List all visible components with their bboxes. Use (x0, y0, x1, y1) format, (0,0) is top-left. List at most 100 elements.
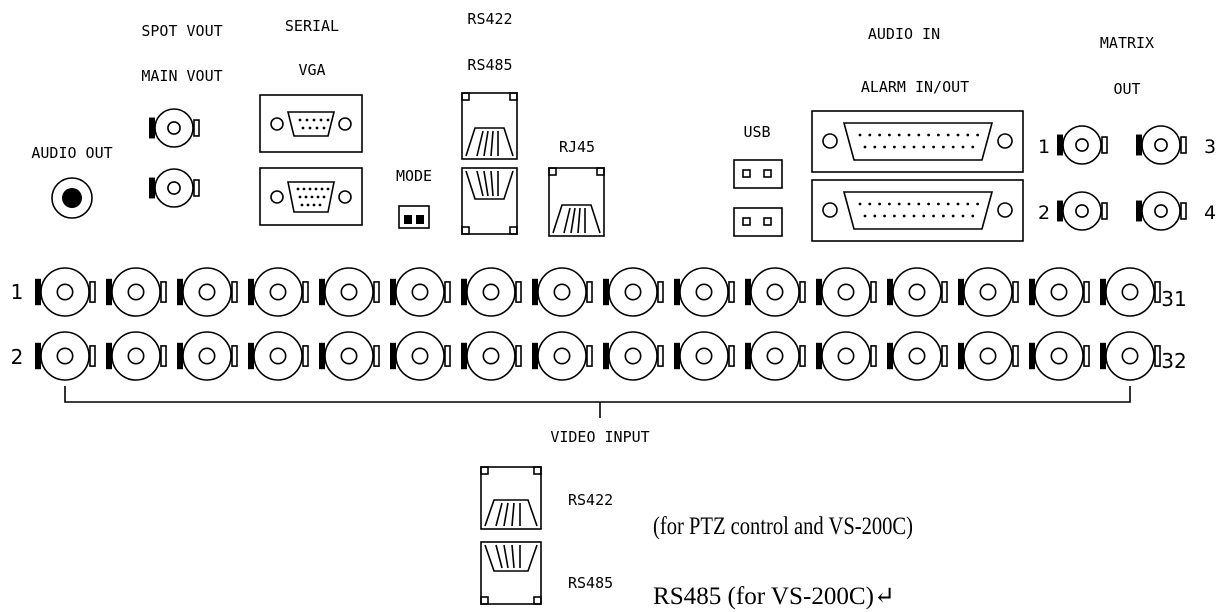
pin-icon (966, 133, 970, 137)
pin-icon (942, 145, 945, 149)
spot-vout-bnc-connector (149, 108, 200, 148)
video-input-bnc (177, 267, 238, 317)
video-row2-start-number: 2 (11, 345, 24, 369)
matrix-out-bnc-4 (1136, 191, 1187, 231)
legend-rs422-description: (for PTZ control and VS-200C) (653, 513, 913, 540)
spot-vout-label: SPOT VOUT (141, 22, 222, 40)
video-input-bnc (390, 267, 451, 317)
video-input-bnc (532, 267, 593, 317)
serial-label: SERIAL (285, 17, 339, 35)
serial-db9-port (259, 94, 363, 153)
matrix-out-number-2: 2 (1038, 202, 1050, 224)
pin-icon (868, 202, 872, 206)
pin-icon (937, 202, 940, 206)
pin-icon (893, 214, 896, 218)
main-vout-bnc (149, 168, 200, 208)
video-input-bnc (745, 331, 806, 381)
pin-icon (888, 133, 891, 137)
video-input-label: VIDEO INPUT (550, 428, 649, 446)
video-input-bnc (461, 331, 522, 381)
pin-icon (961, 214, 965, 218)
mode-label: MODE (396, 167, 432, 185)
pin-icon (883, 145, 886, 149)
pin-icon (956, 133, 960, 137)
vga-label: VGA (298, 61, 325, 79)
video-input-bnc (248, 267, 309, 317)
pin-icon (868, 133, 872, 137)
mode-dip-switch (398, 205, 430, 229)
video-input-bnc (177, 331, 238, 381)
video-input-row-2 (35, 331, 1161, 381)
pin-icon (951, 145, 955, 149)
pin-icon (873, 214, 877, 218)
usb-port-1 (733, 159, 783, 189)
matrix-out-bnc-1 (1057, 125, 1108, 165)
audio-in-label: AUDIO IN (868, 25, 940, 43)
video-input-bnc (745, 267, 806, 317)
pin-icon (951, 214, 955, 218)
pin-icon (917, 133, 921, 137)
pin-icon (858, 133, 862, 137)
pin-icon (878, 202, 881, 206)
video-input-bnc (674, 267, 735, 317)
video-input-bnc (603, 267, 664, 317)
legend-rs485-description: RS485 (for VS-200C)↵ (653, 583, 895, 610)
pin-icon (937, 133, 940, 137)
pin-icon (942, 214, 945, 218)
video-input-bnc (603, 331, 664, 381)
pin-icon (922, 145, 926, 149)
pin-icon (946, 133, 950, 137)
video-row1-end-number: 31 (1161, 287, 1186, 311)
pin-icon (927, 133, 930, 137)
pin-icon (917, 202, 921, 206)
pin-icon (912, 214, 916, 218)
matrix-out-bnc-2 (1136, 125, 1187, 165)
legend-rs485-icon (480, 541, 542, 605)
pin-icon (966, 202, 970, 206)
video-input-bnc (816, 331, 877, 381)
rs485-port (461, 167, 518, 235)
matrix-out-number-1: 1 (1038, 136, 1050, 158)
video-input-bnc (461, 267, 522, 317)
video-input-bnc (35, 331, 96, 381)
video-input-bnc (532, 331, 593, 381)
video-row1-start-number: 1 (11, 280, 24, 304)
out-label: OUT (1113, 80, 1140, 98)
rj45-ethernet-port (548, 167, 605, 237)
video-input-bnc (1029, 331, 1090, 381)
legend-rs422-icon (480, 466, 542, 530)
usb-port-2 (733, 207, 783, 237)
video-input-bnc (390, 331, 451, 381)
video-input-bnc (816, 267, 877, 317)
vga-db15-port (259, 167, 363, 226)
video-input-bnc (248, 331, 309, 381)
pin-icon (893, 145, 896, 149)
pin-icon (971, 145, 975, 149)
pin-icon (956, 202, 960, 206)
pin-icon (902, 214, 906, 218)
pin-icon (922, 214, 926, 218)
pin-icon (912, 145, 916, 149)
pin-icon (858, 202, 862, 206)
video-input-bnc (1029, 267, 1090, 317)
legend-rs485-port-label: RS485 (568, 574, 613, 592)
pin-icon (878, 133, 881, 137)
matrix-label: MATRIX (1100, 34, 1154, 52)
video-input-bnc (887, 267, 948, 317)
video-input-bnc (674, 331, 735, 381)
pin-icon (927, 202, 930, 206)
pin-icon (976, 133, 979, 137)
pin-icon (897, 202, 901, 206)
pin-icon (897, 133, 901, 137)
pin-icon (873, 145, 877, 149)
alarm-in-out-label: ALARM IN/OUT (861, 78, 969, 96)
audio-in-db25-port (811, 110, 1024, 173)
legend-rs422-port-label: RS422 (568, 491, 613, 509)
video-input-bnc (1100, 267, 1161, 317)
video-input-bnc (958, 331, 1019, 381)
usb-label: USB (743, 123, 770, 141)
alarm-in-out-db25-port (811, 179, 1024, 242)
rs422-port (461, 92, 518, 160)
pin-icon (961, 145, 965, 149)
